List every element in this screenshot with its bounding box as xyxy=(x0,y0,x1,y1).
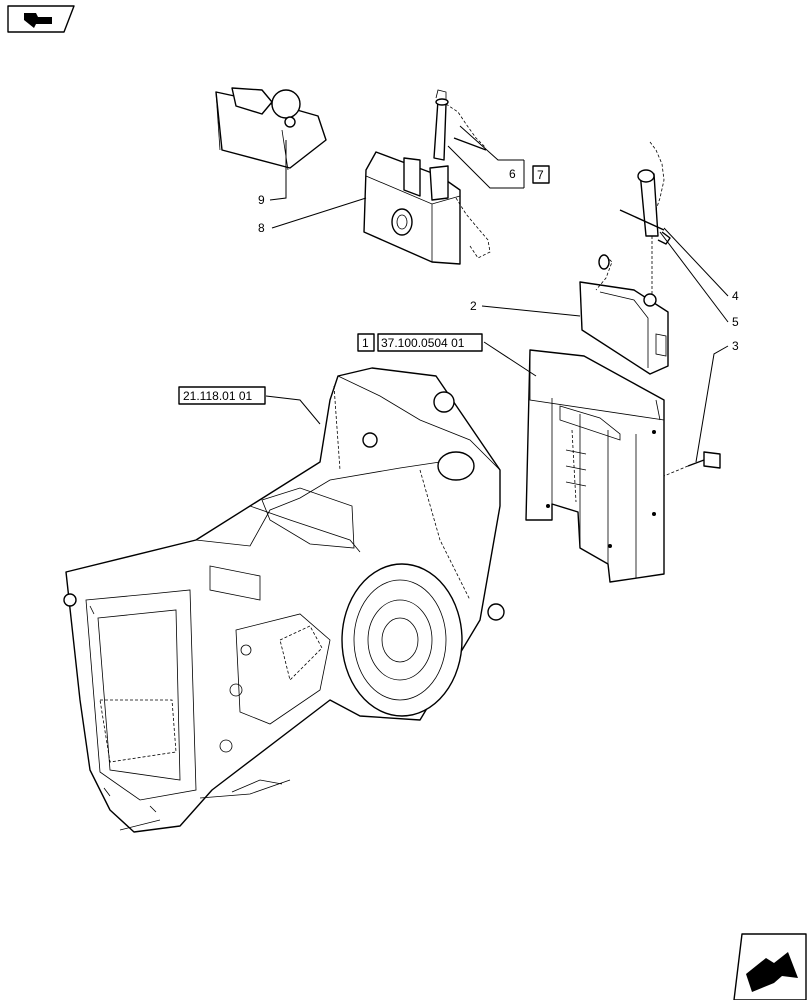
callout-4: 4 xyxy=(732,289,739,303)
callout-7: 7 xyxy=(537,168,544,182)
part-4-5-pin xyxy=(619,141,671,300)
callout-9: 9 xyxy=(258,193,265,207)
reference-21-118-01-01[interactable]: 21.118.01 01 xyxy=(178,386,266,405)
part-9-clip xyxy=(215,87,327,171)
leader-lines xyxy=(265,125,729,463)
reference-label-21-118: 21.118.01 01 xyxy=(183,389,253,403)
reference-box-1: 1 xyxy=(362,336,369,350)
part-6-pin-with-chain xyxy=(433,89,487,161)
page-back-icon[interactable] xyxy=(7,5,75,33)
reference-37-100-0504-01[interactable]: 1 37.100.0504 01 xyxy=(357,333,483,352)
callout-7-box xyxy=(532,165,550,184)
reference-label-37-100: 37.100.0504 01 xyxy=(381,336,465,350)
callout-8: 8 xyxy=(258,221,265,235)
callout-5: 5 xyxy=(732,315,739,329)
part-2-hitch-block xyxy=(579,254,669,375)
callout-6: 6 xyxy=(509,167,516,181)
part-3-bolt xyxy=(663,451,721,477)
callout-2: 2 xyxy=(470,299,477,313)
part-8-drawbar-block xyxy=(363,151,491,265)
page-forward-icon[interactable] xyxy=(733,933,807,1000)
pickup-hitch-frame xyxy=(525,349,665,583)
transmission-housing xyxy=(63,367,505,833)
callout-3: 3 xyxy=(732,339,739,353)
